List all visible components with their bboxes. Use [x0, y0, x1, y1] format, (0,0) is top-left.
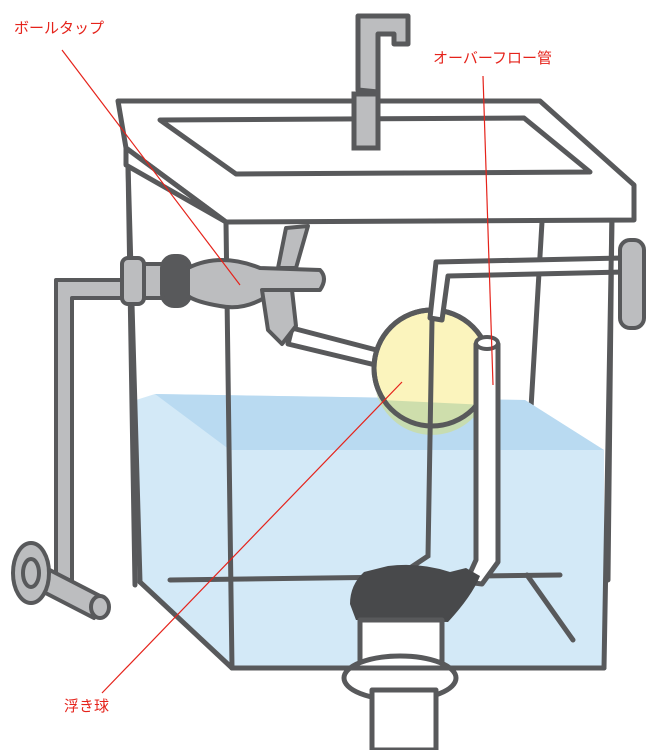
leader-line-overflow-pipe	[482, 75, 494, 386]
supply-pipe	[11, 278, 130, 620]
leader-line-ball-tap	[61, 49, 241, 286]
drain-pipe	[341, 617, 459, 750]
overflow-pipe-label: オーバーフロー管	[433, 49, 552, 67]
refill-tube	[427, 255, 627, 323]
flapper-valve	[350, 564, 480, 622]
leader-lines	[61, 49, 494, 694]
ball-tap	[120, 224, 326, 346]
leader-line-float-ball	[101, 381, 403, 694]
lid-spout	[351, 13, 411, 151]
flush-handle	[618, 238, 646, 330]
overflow-pipe	[463, 335, 501, 587]
float-ball-label: 浮き球	[64, 697, 110, 715]
tank-front	[125, 162, 615, 671]
ball-tap-label: ボールタップ	[14, 19, 105, 37]
